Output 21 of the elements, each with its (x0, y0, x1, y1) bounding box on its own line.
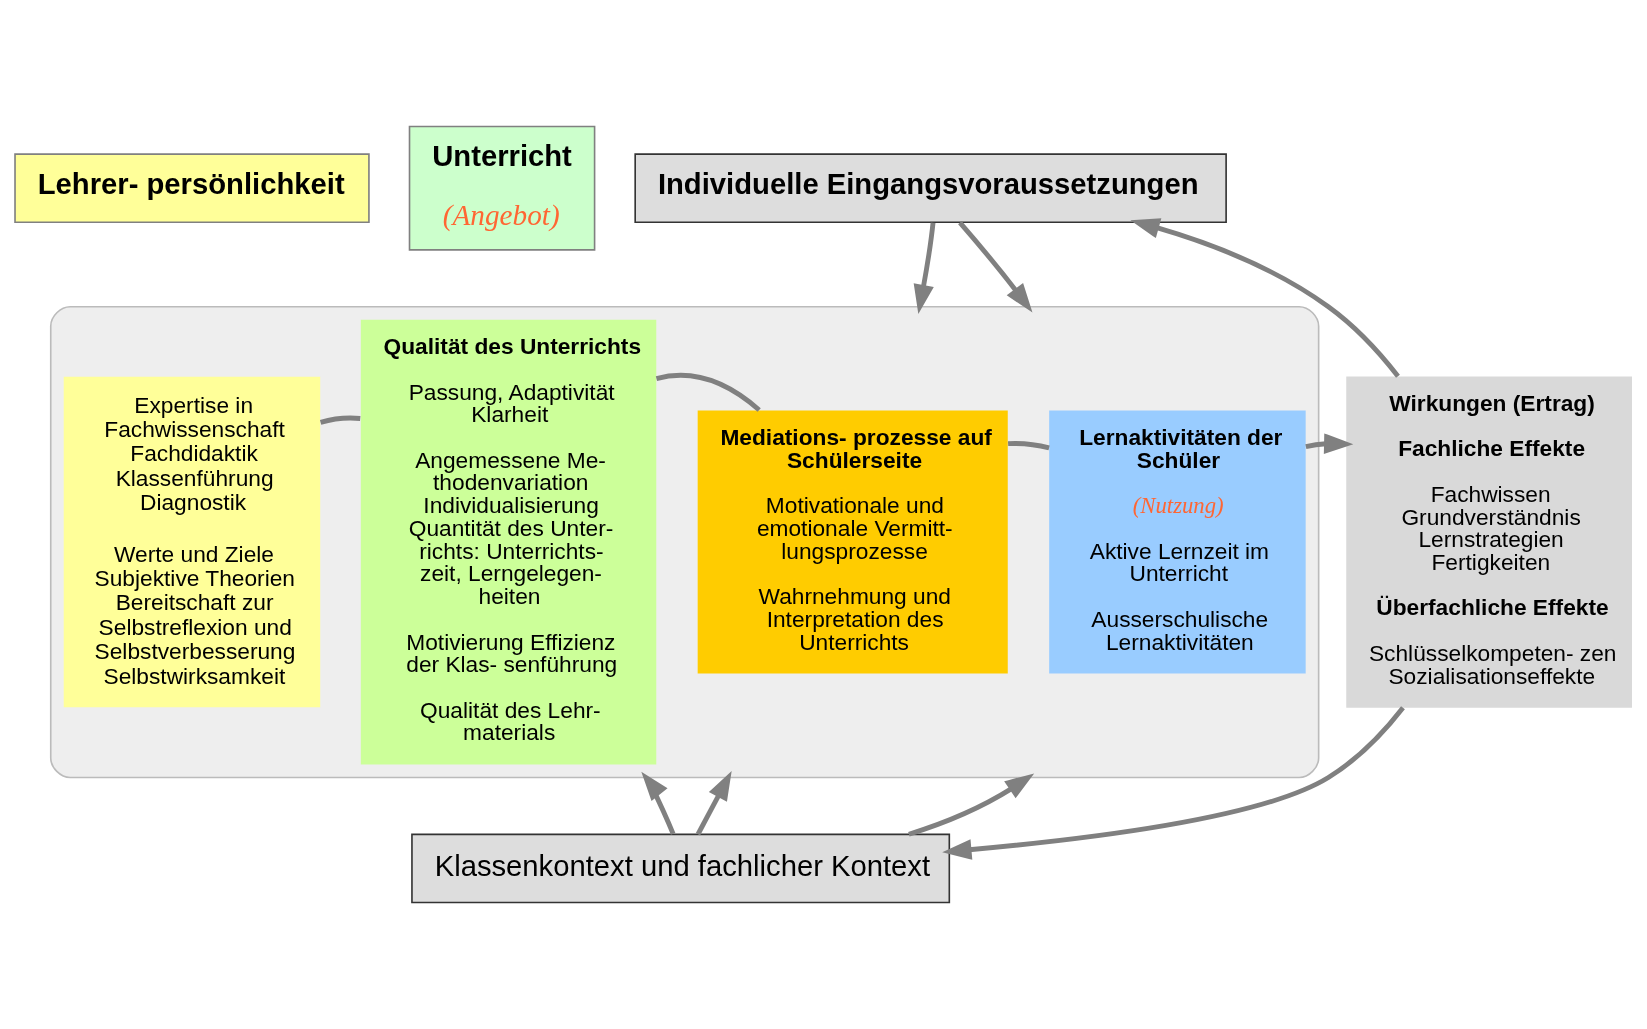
node-box: Wirkungen (Ertrag) Fachliche Effekte Fachwissen Grundverständnis Lernstrategien Fertigkeiten Überfachliche Effekte Schlüsselkompeten- zen Sozialisationseffekte (1346, 376, 1632, 708)
arrow (942, 706, 1405, 860)
arrow (958, 221, 1033, 313)
arrow (1130, 218, 1400, 378)
arrow (913, 222, 936, 314)
node-box: Klassenkontext und fachlicher Kontext (411, 833, 951, 904)
node-box: Unterricht (Angebot) (408, 125, 596, 251)
connector (319, 415, 361, 425)
arrow (695, 771, 732, 836)
node-box: Mediations- prozesse auf Schülerseite Motivationale und emotionale Vermitt- lungsprozesse Wahrnehmung und Interpretation des Unterrichts (697, 410, 1008, 674)
connector (655, 372, 761, 412)
node-box: Individuelle Eingangsvoraussetzungen (634, 153, 1227, 224)
arrow (641, 771, 676, 835)
cluster (49, 305, 1320, 779)
node-box: Lernaktivitäten der Schüler (Nutzung) Aktive Lernzeit im Unterricht Ausserschulische Lernaktivitäten (1049, 410, 1306, 674)
arrow (1305, 433, 1354, 454)
connector (1008, 441, 1050, 451)
arrow (908, 773, 1035, 837)
node-box: Qualität des Unterrichts Passung, Adaptivität Klarheit Angemessene Me- thodenvariation Individualisierung Quantität des Unter- richts: Unterrichts- zeit, Lerngelegen- heiten Motivierung Effizienz der Klas- senführung Qualität des Lehr- materials (360, 319, 657, 765)
node-box: Lehrer- persönlichkeit (14, 153, 370, 224)
node-box: Expertise in Fachwissenschaft Fachdidaktik Klassenführung Diagnostik Werte und Ziele Subjektive Theorien Bereitschaft zur Selbstreflexion und Selbstverbesserung Selbstwirksamkeit (63, 376, 321, 708)
